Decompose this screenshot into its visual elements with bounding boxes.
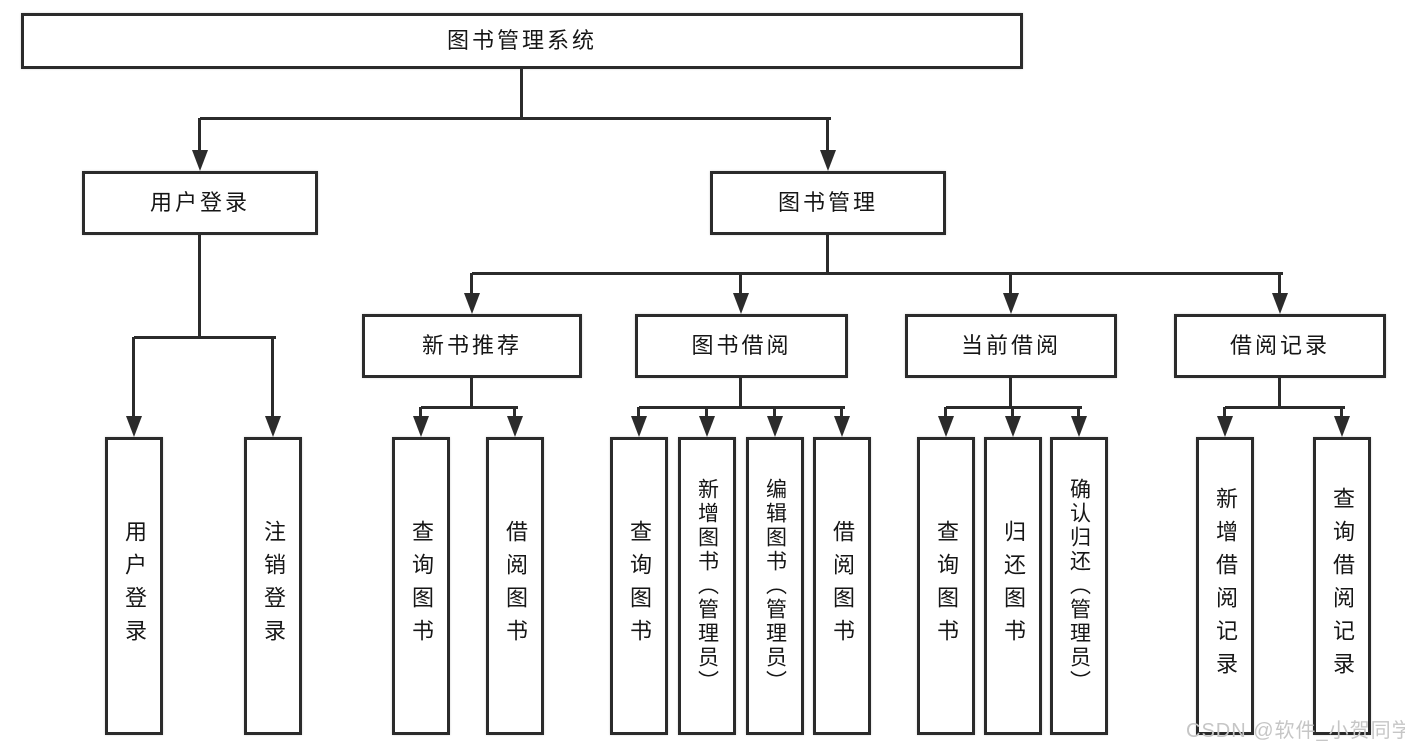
leaf-query-books-rec: 查询图书 (392, 437, 450, 735)
leaf-borrow-books-rec-label: 借阅图书 (503, 520, 528, 652)
connector-line (1225, 406, 1345, 409)
node-root-label: 图书管理系统 (446, 28, 597, 53)
connector-line (472, 272, 1283, 275)
connector-line (421, 406, 518, 409)
connector-line (840, 407, 843, 423)
connector-line (200, 117, 831, 120)
connector-arrowhead (413, 416, 429, 437)
connector-line (739, 378, 742, 407)
leaf-borrow-books-borrow-label: 借阅图书 (830, 520, 855, 652)
connector-line (1077, 407, 1080, 423)
connector-line (198, 235, 201, 337)
connector-line (1223, 407, 1226, 423)
leaf-add-book-admin: 新增图书（管理员） (678, 437, 736, 735)
node-user-login: 用户登录 (82, 171, 318, 235)
leaf-user-login: 用户登录 (105, 437, 163, 735)
connector-arrowhead (820, 150, 836, 171)
leaf-confirm-return-admin: 确认归还（管理员） (1050, 437, 1108, 735)
node-current-borrow: 当前借阅 (905, 314, 1117, 378)
connector-line (1278, 273, 1281, 296)
leaf-return-book-label: 归还图书 (1001, 520, 1026, 652)
leaf-user-login-label: 用户登录 (122, 520, 147, 652)
connector-line (271, 337, 274, 419)
connector-arrowhead (1003, 293, 1019, 314)
leaf-query-borrow-record-label: 查询借阅记录 (1330, 487, 1355, 685)
node-current-borrow-label: 当前借阅 (960, 333, 1061, 358)
connector-arrowhead (631, 416, 647, 437)
leaf-add-book-admin-label: 新增图书（管理员） (695, 478, 719, 694)
node-root: 图书管理系统 (21, 13, 1023, 69)
node-new-book-recommend: 新书推荐 (362, 314, 582, 378)
connector-line (1340, 407, 1343, 423)
connector-line (134, 336, 276, 339)
leaf-query-books-current-label: 查询图书 (934, 520, 959, 652)
leaf-query-books-rec-label: 查询图书 (409, 520, 434, 652)
leaf-borrow-books-borrow: 借阅图书 (813, 437, 871, 735)
leaf-return-book: 归还图书 (984, 437, 1042, 735)
connector-arrowhead (767, 416, 783, 437)
leaf-logout: 注销登录 (244, 437, 302, 735)
node-book-borrow: 图书借阅 (635, 314, 848, 378)
connector-line (773, 407, 776, 423)
leaf-query-books-current: 查询图书 (917, 437, 975, 735)
node-borrow-records-label: 借阅记录 (1229, 333, 1330, 358)
connector-line (826, 235, 829, 273)
node-book-management-label: 图书管理 (777, 190, 878, 215)
leaf-query-books-borrow-label: 查询图书 (627, 520, 652, 652)
connector-arrowhead (192, 150, 208, 171)
leaf-borrow-books-rec: 借阅图书 (486, 437, 544, 735)
node-user-login-label: 用户登录 (149, 190, 250, 215)
connector-line (198, 118, 201, 154)
connector-arrowhead (1334, 416, 1350, 437)
watermark: CSDN @软件_小贺同学 (1186, 720, 1405, 742)
node-book-management: 图书管理 (710, 171, 946, 235)
connector-arrowhead (1217, 416, 1233, 437)
connector-arrowhead (938, 416, 954, 437)
connector-arrowhead (1272, 293, 1288, 314)
connector-arrowhead (507, 416, 523, 437)
connector-arrowhead (834, 416, 850, 437)
connector-line (944, 407, 947, 423)
connector-line (705, 407, 708, 423)
connector-line (1009, 273, 1012, 296)
connector-arrowhead (265, 416, 281, 437)
connector-line (1009, 378, 1012, 407)
leaf-query-borrow-record: 查询借阅记录 (1313, 437, 1371, 735)
connector-arrowhead (733, 293, 749, 314)
connector-line (739, 273, 742, 296)
connector-arrowhead (126, 416, 142, 437)
connector-arrowhead (699, 416, 715, 437)
leaf-query-books-borrow: 查询图书 (610, 437, 668, 735)
connector-line (637, 407, 640, 423)
connector-line (470, 273, 473, 296)
connector-line (520, 69, 523, 118)
connector-line (826, 118, 829, 154)
connector-line (1011, 407, 1014, 423)
connector-line (946, 406, 1082, 409)
leaf-edit-book-admin-label: 编辑图书（管理员） (763, 478, 787, 694)
leaf-logout-label: 注销登录 (261, 520, 286, 652)
connector-line (470, 378, 473, 407)
node-new-book-recommend-label: 新书推荐 (421, 333, 522, 358)
leaf-edit-book-admin: 编辑图书（管理员） (746, 437, 804, 735)
leaf-confirm-return-admin-label: 确认归还（管理员） (1067, 478, 1091, 694)
connector-line (513, 407, 516, 423)
connector-line (639, 406, 845, 409)
connector-arrowhead (464, 293, 480, 314)
connector-line (1278, 378, 1281, 407)
connector-arrowhead (1071, 416, 1087, 437)
node-book-borrow-label: 图书借阅 (691, 333, 792, 358)
leaf-add-borrow-record-label: 新增借阅记录 (1213, 487, 1238, 685)
connector-line (132, 337, 135, 419)
connector-line (419, 407, 422, 423)
connector-arrowhead (1005, 416, 1021, 437)
leaf-add-borrow-record: 新增借阅记录 (1196, 437, 1254, 735)
node-borrow-records: 借阅记录 (1174, 314, 1386, 378)
